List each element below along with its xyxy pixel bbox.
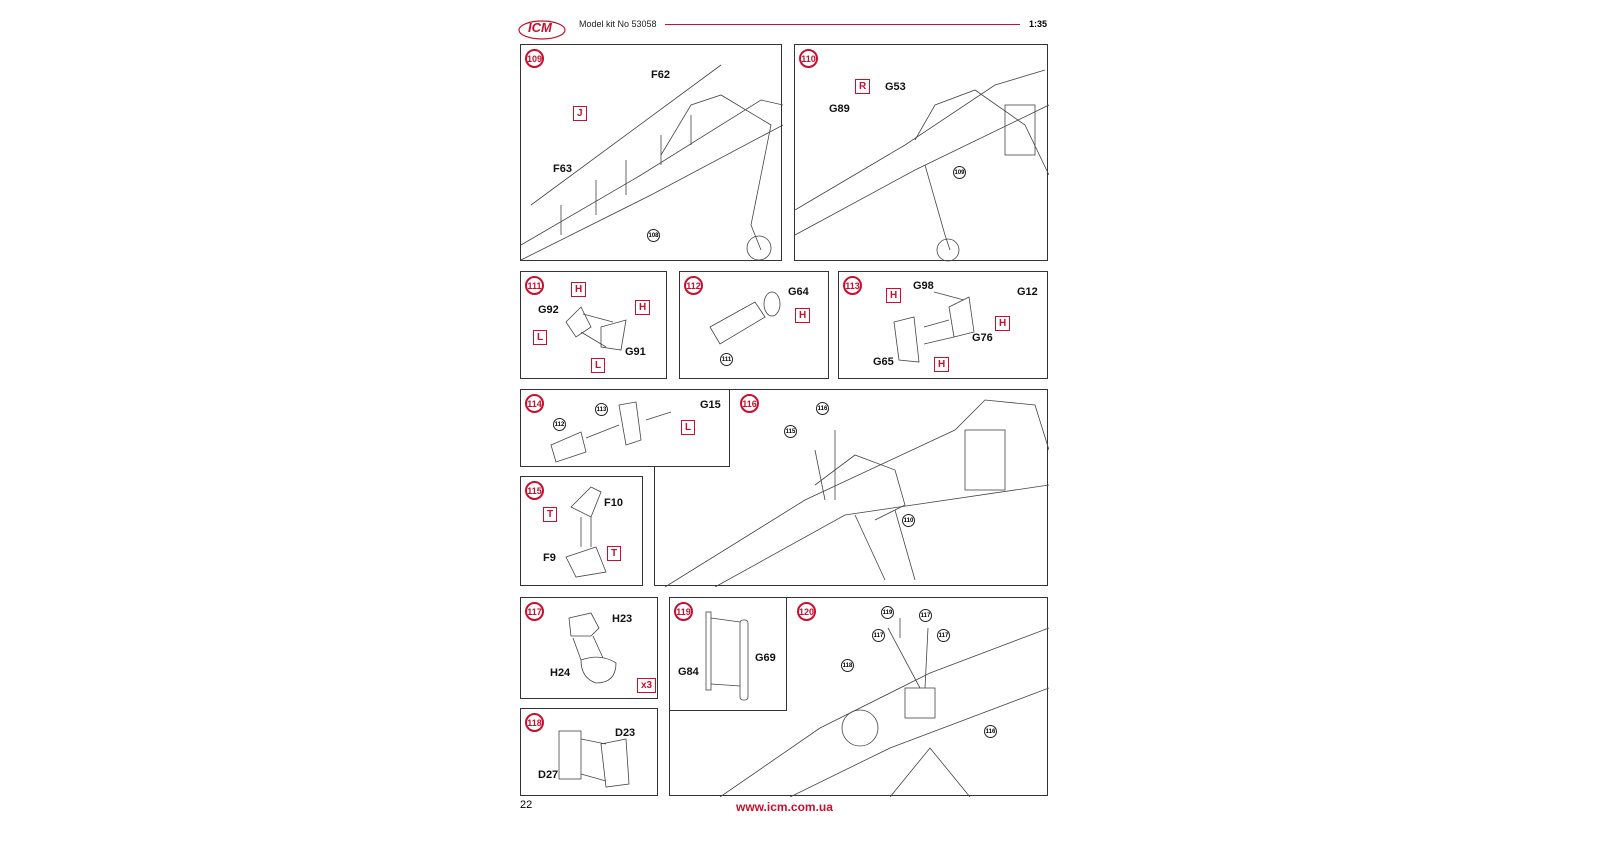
glue-mark: R [855,79,871,94]
part-label: G64 [788,286,809,298]
step-120-drawing [719,618,1049,797]
step-number: 109 [525,49,544,68]
step-number: 111 [525,276,544,295]
step-number: 116 [740,394,759,413]
step-number: 110 [799,49,818,68]
scale: 1:35 [1029,19,1048,29]
page-number: 22 [520,799,533,811]
ref-step: 115 [784,425,797,438]
icm-logo: ICM [518,14,570,42]
step-number: 115 [525,481,544,500]
kit-number: Model kit No 53058 [579,19,657,29]
step-number: 113 [843,276,862,295]
glue-mark: L [681,420,696,435]
part-label: H24 [550,667,571,679]
part-label: G76 [972,332,993,344]
glue-mark: H [571,282,587,297]
glue-mark: L [533,330,548,345]
step-number: 120 [797,602,816,621]
quantity-mark: x3 [637,678,657,693]
part-label: G69 [755,652,776,664]
step-112-drawing [709,291,781,345]
step-118-panel: 118 D23 D27 [520,708,658,796]
step-114-drawing [550,401,672,463]
glue-mark: T [543,507,558,522]
part-label: G92 [538,304,559,316]
ref-step: 116 [984,725,997,738]
step-114-panel: 114 112 113 G15 L [520,389,730,467]
part-label: D23 [615,727,636,739]
part-label: D27 [538,769,559,781]
ref-step: 118 [841,659,854,672]
glue-mark: H [934,357,950,372]
ref-step: 112 [553,418,566,431]
step-113-drawing [893,291,975,363]
part-label: G12 [1017,286,1038,298]
step-111-panel: 111 H H L L G92 G91 [520,271,667,379]
glue-mark: H [995,316,1011,331]
part-label: F10 [604,497,623,509]
part-label: F9 [543,552,556,564]
part-label: H23 [612,613,633,625]
step-109-panel: 109 F62 F63 J 108 [520,44,783,261]
ref-step: 113 [595,403,608,416]
part-label: G15 [700,399,721,411]
ref-step: 110 [902,514,915,527]
part-label: G84 [678,666,699,678]
step-117-drawing [568,612,617,684]
step-112-panel: 112 G64 H 111 [679,271,829,379]
step-110-panel: 110 R G53 G89 109 [794,44,1049,262]
glue-mark: T [607,546,622,561]
step-number: 112 [684,276,703,295]
glue-mark: H [635,300,651,315]
step-109-drawing [521,64,783,261]
part-label: F62 [651,69,670,81]
svg-text:ICM: ICM [528,20,553,35]
part-label: G53 [885,81,906,93]
step-116-drawing [664,399,1049,587]
part-label: G65 [873,356,894,368]
step-number: 117 [525,602,544,621]
part-label: F63 [553,163,572,175]
header-rule [665,24,1020,25]
step-115-panel: 115 T F10 T F9 [520,476,643,586]
glue-mark: L [591,358,606,373]
glue-mark: H [886,288,902,303]
step-117-panel: 117 H23 H24 x3 [520,597,658,699]
ref-step: 117 [919,609,932,622]
part-label: G91 [625,346,646,358]
ref-step: 116 [816,402,829,415]
ref-step: 109 [953,166,966,179]
step-119-panel: 119 G69 G84 [669,597,787,711]
glue-mark: J [573,106,587,121]
ref-step: 111 [720,353,733,366]
ref-step: 117 [872,629,885,642]
step-number: 119 [674,602,693,621]
step-115-drawing [565,486,607,578]
ref-step: 108 [647,229,660,242]
ref-step: 117 [937,629,950,642]
step-113-panel: 113 H G98 G12 H G76 G65 H [838,271,1048,379]
ref-step: 119 [881,606,894,619]
step-118-drawing [558,730,630,788]
step-number: 118 [525,713,544,732]
part-label: G89 [829,103,850,115]
step-111-drawing [565,306,627,351]
website-link[interactable]: www.icm.com.ua [736,800,833,814]
step-119-drawing [705,611,749,701]
step-110-drawing [795,69,1049,262]
glue-mark: H [795,308,811,323]
step-number: 114 [525,394,544,413]
part-label: G98 [913,280,934,292]
